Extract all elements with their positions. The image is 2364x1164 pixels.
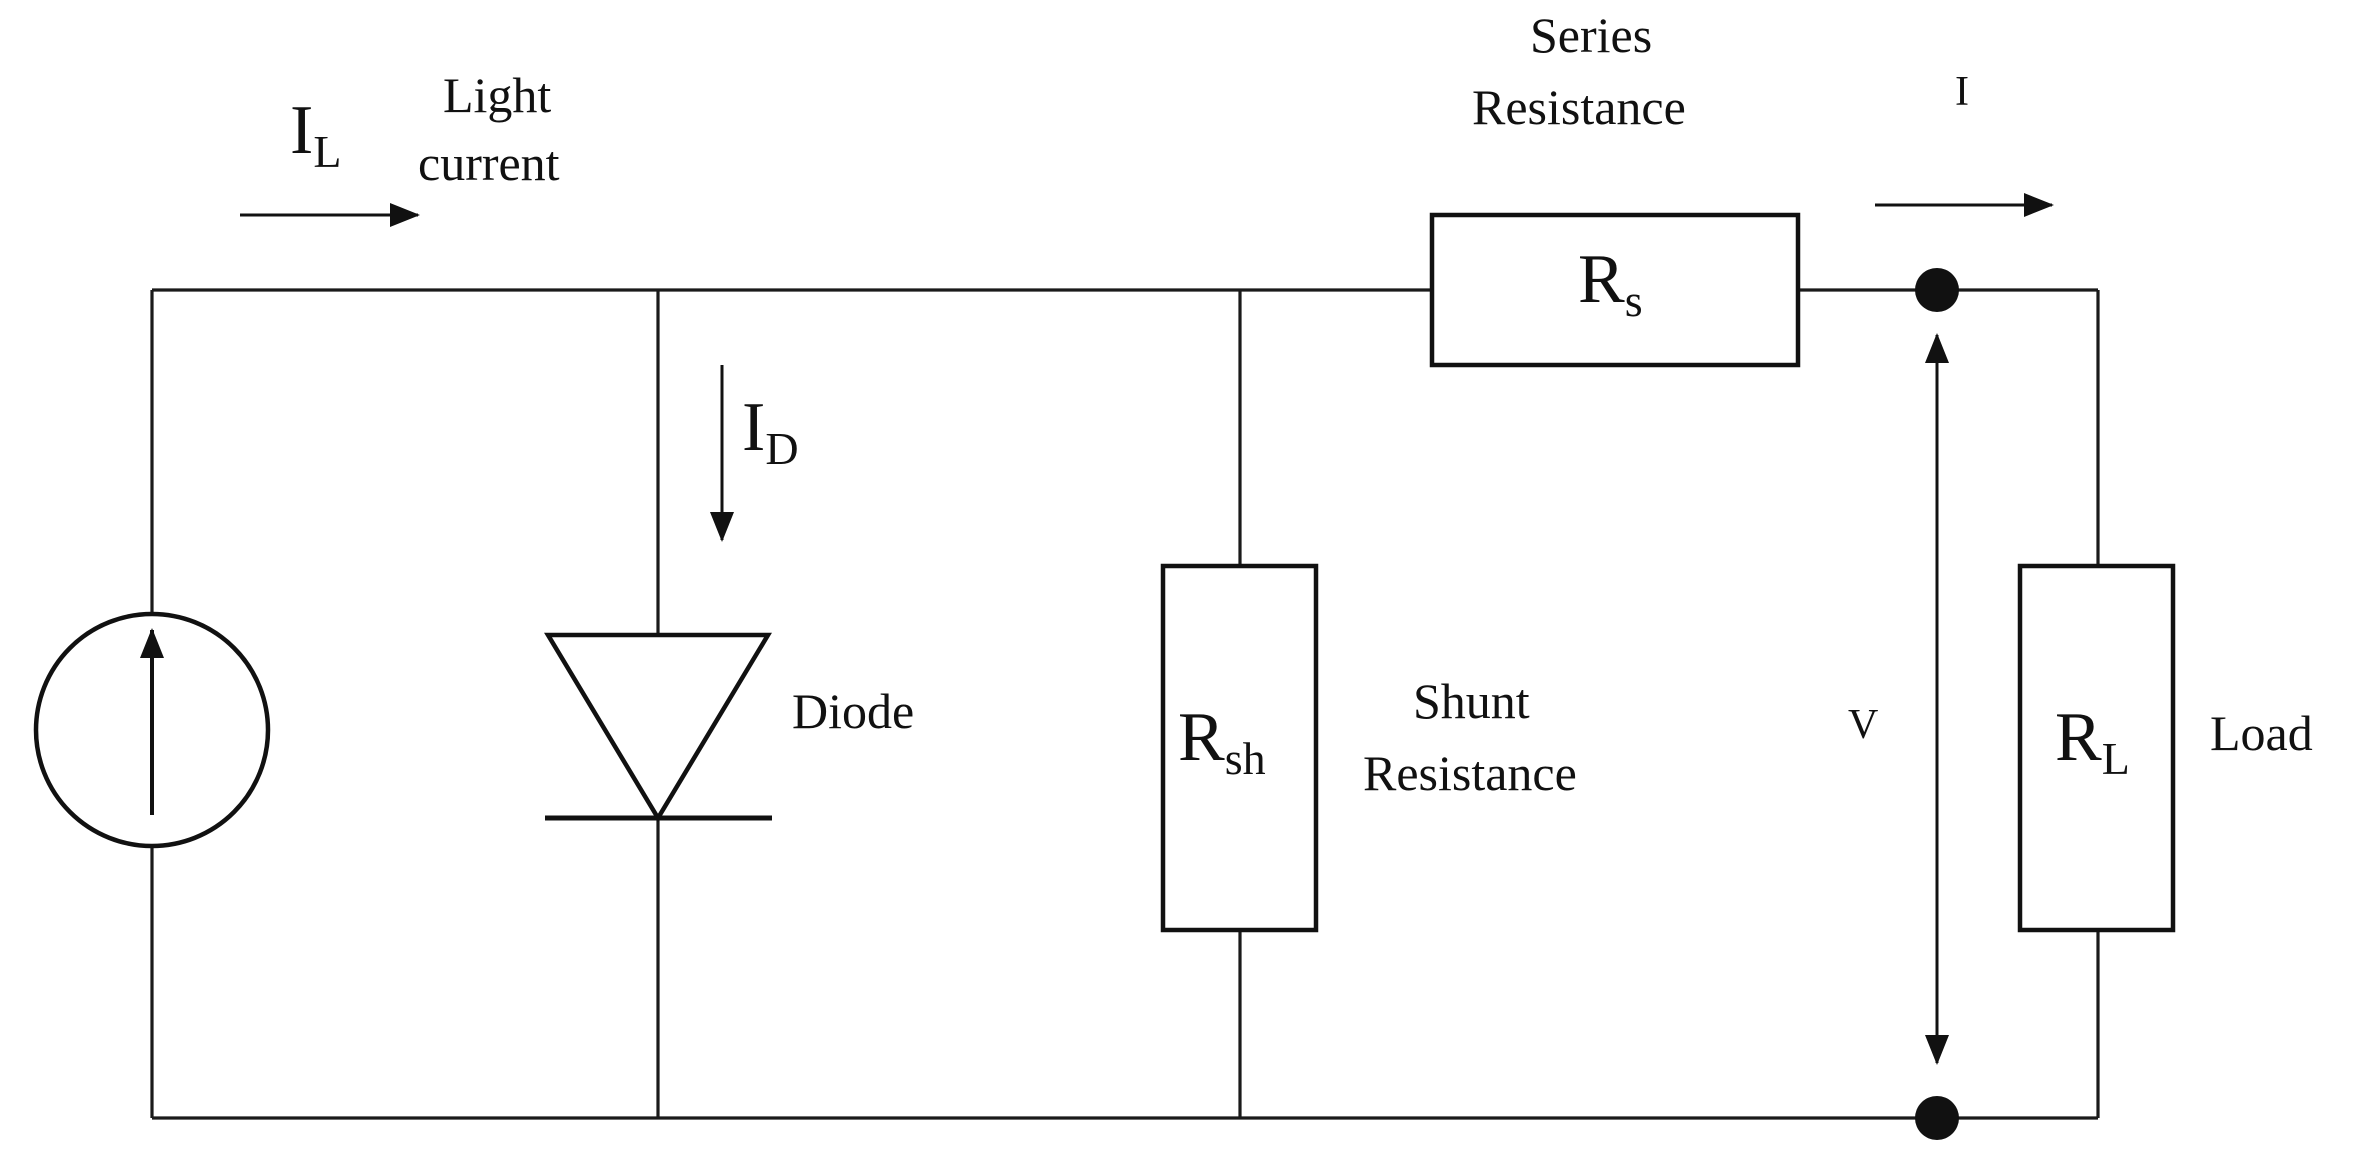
rsh-label: Rsh [1178, 699, 1266, 784]
output-current-label: I [1955, 69, 1969, 115]
rl-label: RL [2055, 699, 2130, 784]
light-label-line1: Light [443, 67, 551, 123]
shunt-label-line1: Shunt [1413, 673, 1530, 729]
load-label: Load [2210, 705, 2313, 761]
shunt-resistor [1160, 563, 1319, 933]
light-label-line2: current [418, 135, 560, 191]
current-source [33, 611, 271, 849]
terminal-bottom [1915, 1096, 1959, 1140]
diode [544, 632, 772, 823]
id-label: ID [742, 389, 799, 474]
load-resistor [2017, 563, 2176, 933]
shunt-label-line2: Resistance [1363, 745, 1577, 801]
rs-label: Rs [1578, 241, 1643, 326]
il-label: IL [290, 92, 341, 177]
voltage-label: V [1848, 702, 1878, 748]
diode-triangle-icon [544, 632, 772, 823]
series-label-line2: Resistance [1472, 79, 1686, 135]
terminal-top [1915, 268, 1959, 312]
series-label-line1: Series [1530, 7, 1652, 63]
series-resistor [1429, 212, 1801, 368]
diode-label: Diode [792, 683, 914, 739]
circuit-wires [150, 288, 2100, 1120]
